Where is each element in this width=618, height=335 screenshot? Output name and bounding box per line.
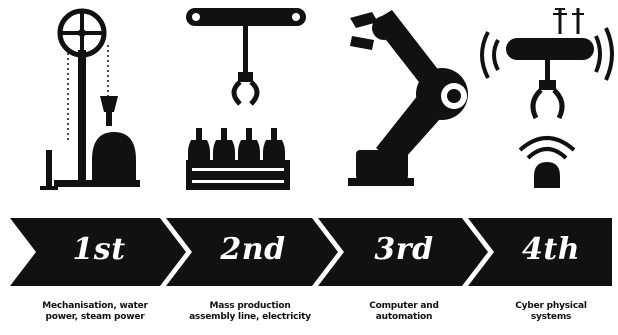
stage-3-label: 3rd (374, 232, 434, 267)
stage-2-label: 2nd (220, 232, 286, 267)
stage-4-caption-line-1: Cyber physical (515, 301, 587, 311)
stage-1-chevron (10, 218, 186, 286)
robot-arm-icon (348, 10, 468, 186)
stage-1-caption-line-2: power, steam power (45, 312, 145, 322)
stage-1-caption: Mechanisation, water power, steam power (20, 301, 170, 323)
assembly-line-icon (186, 8, 306, 190)
stage-3-caption-line-2: automation (375, 312, 433, 322)
stage-3-caption-line-1: Computer and (369, 301, 439, 311)
icons-row (40, 8, 614, 190)
cyber-physical-icon (480, 8, 614, 188)
stage-4-caption-line-2: systems (530, 312, 572, 322)
stage-4-caption: Cyber physical systems (476, 301, 618, 323)
stage-1-label: 1st (72, 232, 126, 267)
stage-2-caption-line-1: Mass production (209, 301, 291, 311)
stage-2-caption-line-2: assembly line, electricity (189, 312, 311, 322)
stage-3-chevron (318, 218, 488, 286)
stage-1-caption-line-1: Mechanisation, water (42, 301, 148, 311)
stage-3-caption: Computer and automation (329, 301, 479, 323)
steam-engine-icon (40, 8, 140, 190)
stage-4-label: 4th (521, 232, 581, 267)
stage-2-caption: Mass production assembly line, electrici… (175, 301, 325, 323)
stage-2-chevron (166, 218, 338, 286)
chevron-band (10, 218, 612, 286)
stage-4-chevron (468, 218, 612, 286)
